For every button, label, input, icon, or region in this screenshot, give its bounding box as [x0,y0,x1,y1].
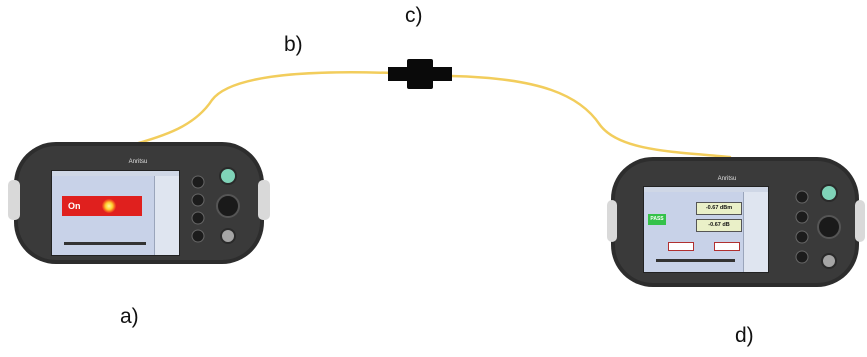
on-indicator: On [62,196,142,216]
side-button[interactable] [795,250,809,264]
screen-main: On [52,176,154,255]
screen-main: PASS -0.67 dBm -0.67 dB [644,192,743,272]
setting-field [714,242,740,251]
fiber-cable-left [126,71,394,148]
label-b: b) [284,33,303,56]
label-a: a) [120,305,139,328]
enter-button[interactable] [821,253,837,269]
meter-screen: PASS -0.67 dBm -0.67 dB [643,186,769,273]
fiber-coupler-icon [388,59,452,89]
status-bar [52,171,179,176]
side-button[interactable] [191,229,205,243]
power-readout: -0.67 dBm [696,202,742,215]
light-source-device: Anritsu On [8,140,270,268]
on-label: On [68,201,81,211]
label-c: c) [405,4,423,27]
label-d: d) [735,324,754,347]
brand-logo: Anritsu [129,159,148,165]
pass-badge: PASS [648,214,666,225]
side-button[interactable] [191,193,205,207]
screen-baseline [656,259,735,262]
fiber-cable-right [449,74,732,159]
screen-baseline [64,242,146,245]
enter-button[interactable] [220,228,236,244]
source-screen: On [51,170,180,256]
status-bar [644,187,768,192]
brand-logo: Anritsu [718,176,737,182]
power-button[interactable] [820,184,838,202]
side-button[interactable] [795,210,809,224]
light-beam-icon [102,199,116,213]
side-button[interactable] [795,230,809,244]
navigation-knob-icon[interactable] [216,194,240,218]
setting-field [668,242,694,251]
navigation-knob-icon[interactable] [817,215,841,239]
screen-softkeys [743,192,768,272]
power-button[interactable] [219,167,237,185]
power-meter-device: Anritsu PASS -0.67 dBm -0.67 dB [607,155,865,290]
side-button[interactable] [191,175,205,189]
side-button[interactable] [191,211,205,225]
loss-readout: -0.67 dB [696,219,742,232]
screen-softkeys [154,176,179,255]
side-button[interactable] [795,190,809,204]
